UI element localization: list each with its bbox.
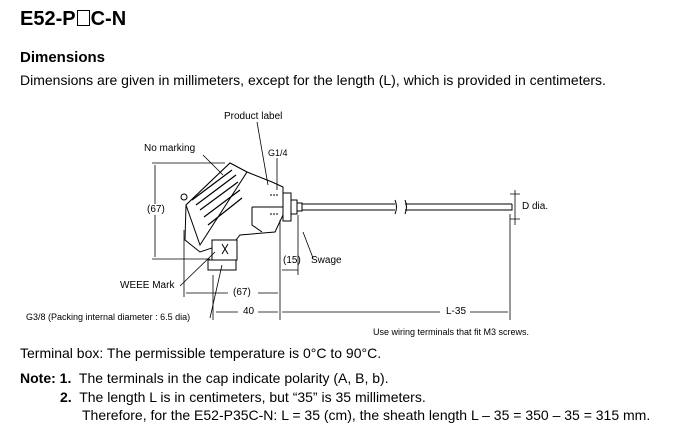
width-dimension: (67) xyxy=(233,287,251,298)
title-suffix: C-N xyxy=(90,8,127,30)
product-label-callout: Product label xyxy=(224,111,283,122)
sheath-pipe xyxy=(282,192,513,222)
terminal-head xyxy=(180,162,284,271)
section-heading: Dimensions xyxy=(20,49,106,66)
height-dimension: (67) xyxy=(147,204,165,215)
terminal-box-note: Terminal box: The permissible temperatur… xyxy=(20,345,382,361)
note-number: 1. xyxy=(59,370,72,386)
note-text: The terminals in the cap indicate polari… xyxy=(78,370,389,386)
swage-callout: Swage xyxy=(311,255,342,266)
title-prefix: E52-P xyxy=(20,8,76,30)
d-dia-label: D dia. xyxy=(522,201,549,212)
g14-callout: G1/4 xyxy=(268,148,288,158)
page-title: E52-P C-N xyxy=(20,8,126,31)
no-marking-callout: No marking xyxy=(144,143,196,154)
section-description: Dimensions are given in millimeters, exc… xyxy=(20,72,606,88)
note-label: Note: xyxy=(20,370,56,386)
note-text: The length L is in centimeters, but “35”… xyxy=(79,389,426,405)
note-2: 2. The length L is in centimeters, but “… xyxy=(60,389,426,405)
dimension-lines xyxy=(152,121,520,320)
placeholder-box xyxy=(76,10,90,26)
dim-40: 40 xyxy=(243,306,255,317)
note-2-continuation: Therefore, for the E52-P35C-N: L = 35 (c… xyxy=(82,407,651,423)
dim-l-35: L-35 xyxy=(446,306,467,317)
dim-15: (15) xyxy=(283,255,301,266)
wiring-note: Use wiring terminals that fit M3 screws. xyxy=(373,327,530,337)
weee-mark-callout: WEEE Mark xyxy=(120,280,175,291)
note-1: Note: 1. The terminals in the cap indica… xyxy=(20,370,389,386)
note-number: 2. xyxy=(60,389,72,405)
g38-callout: G3/8 (Packing internal diameter : 6.5 di… xyxy=(26,312,191,322)
